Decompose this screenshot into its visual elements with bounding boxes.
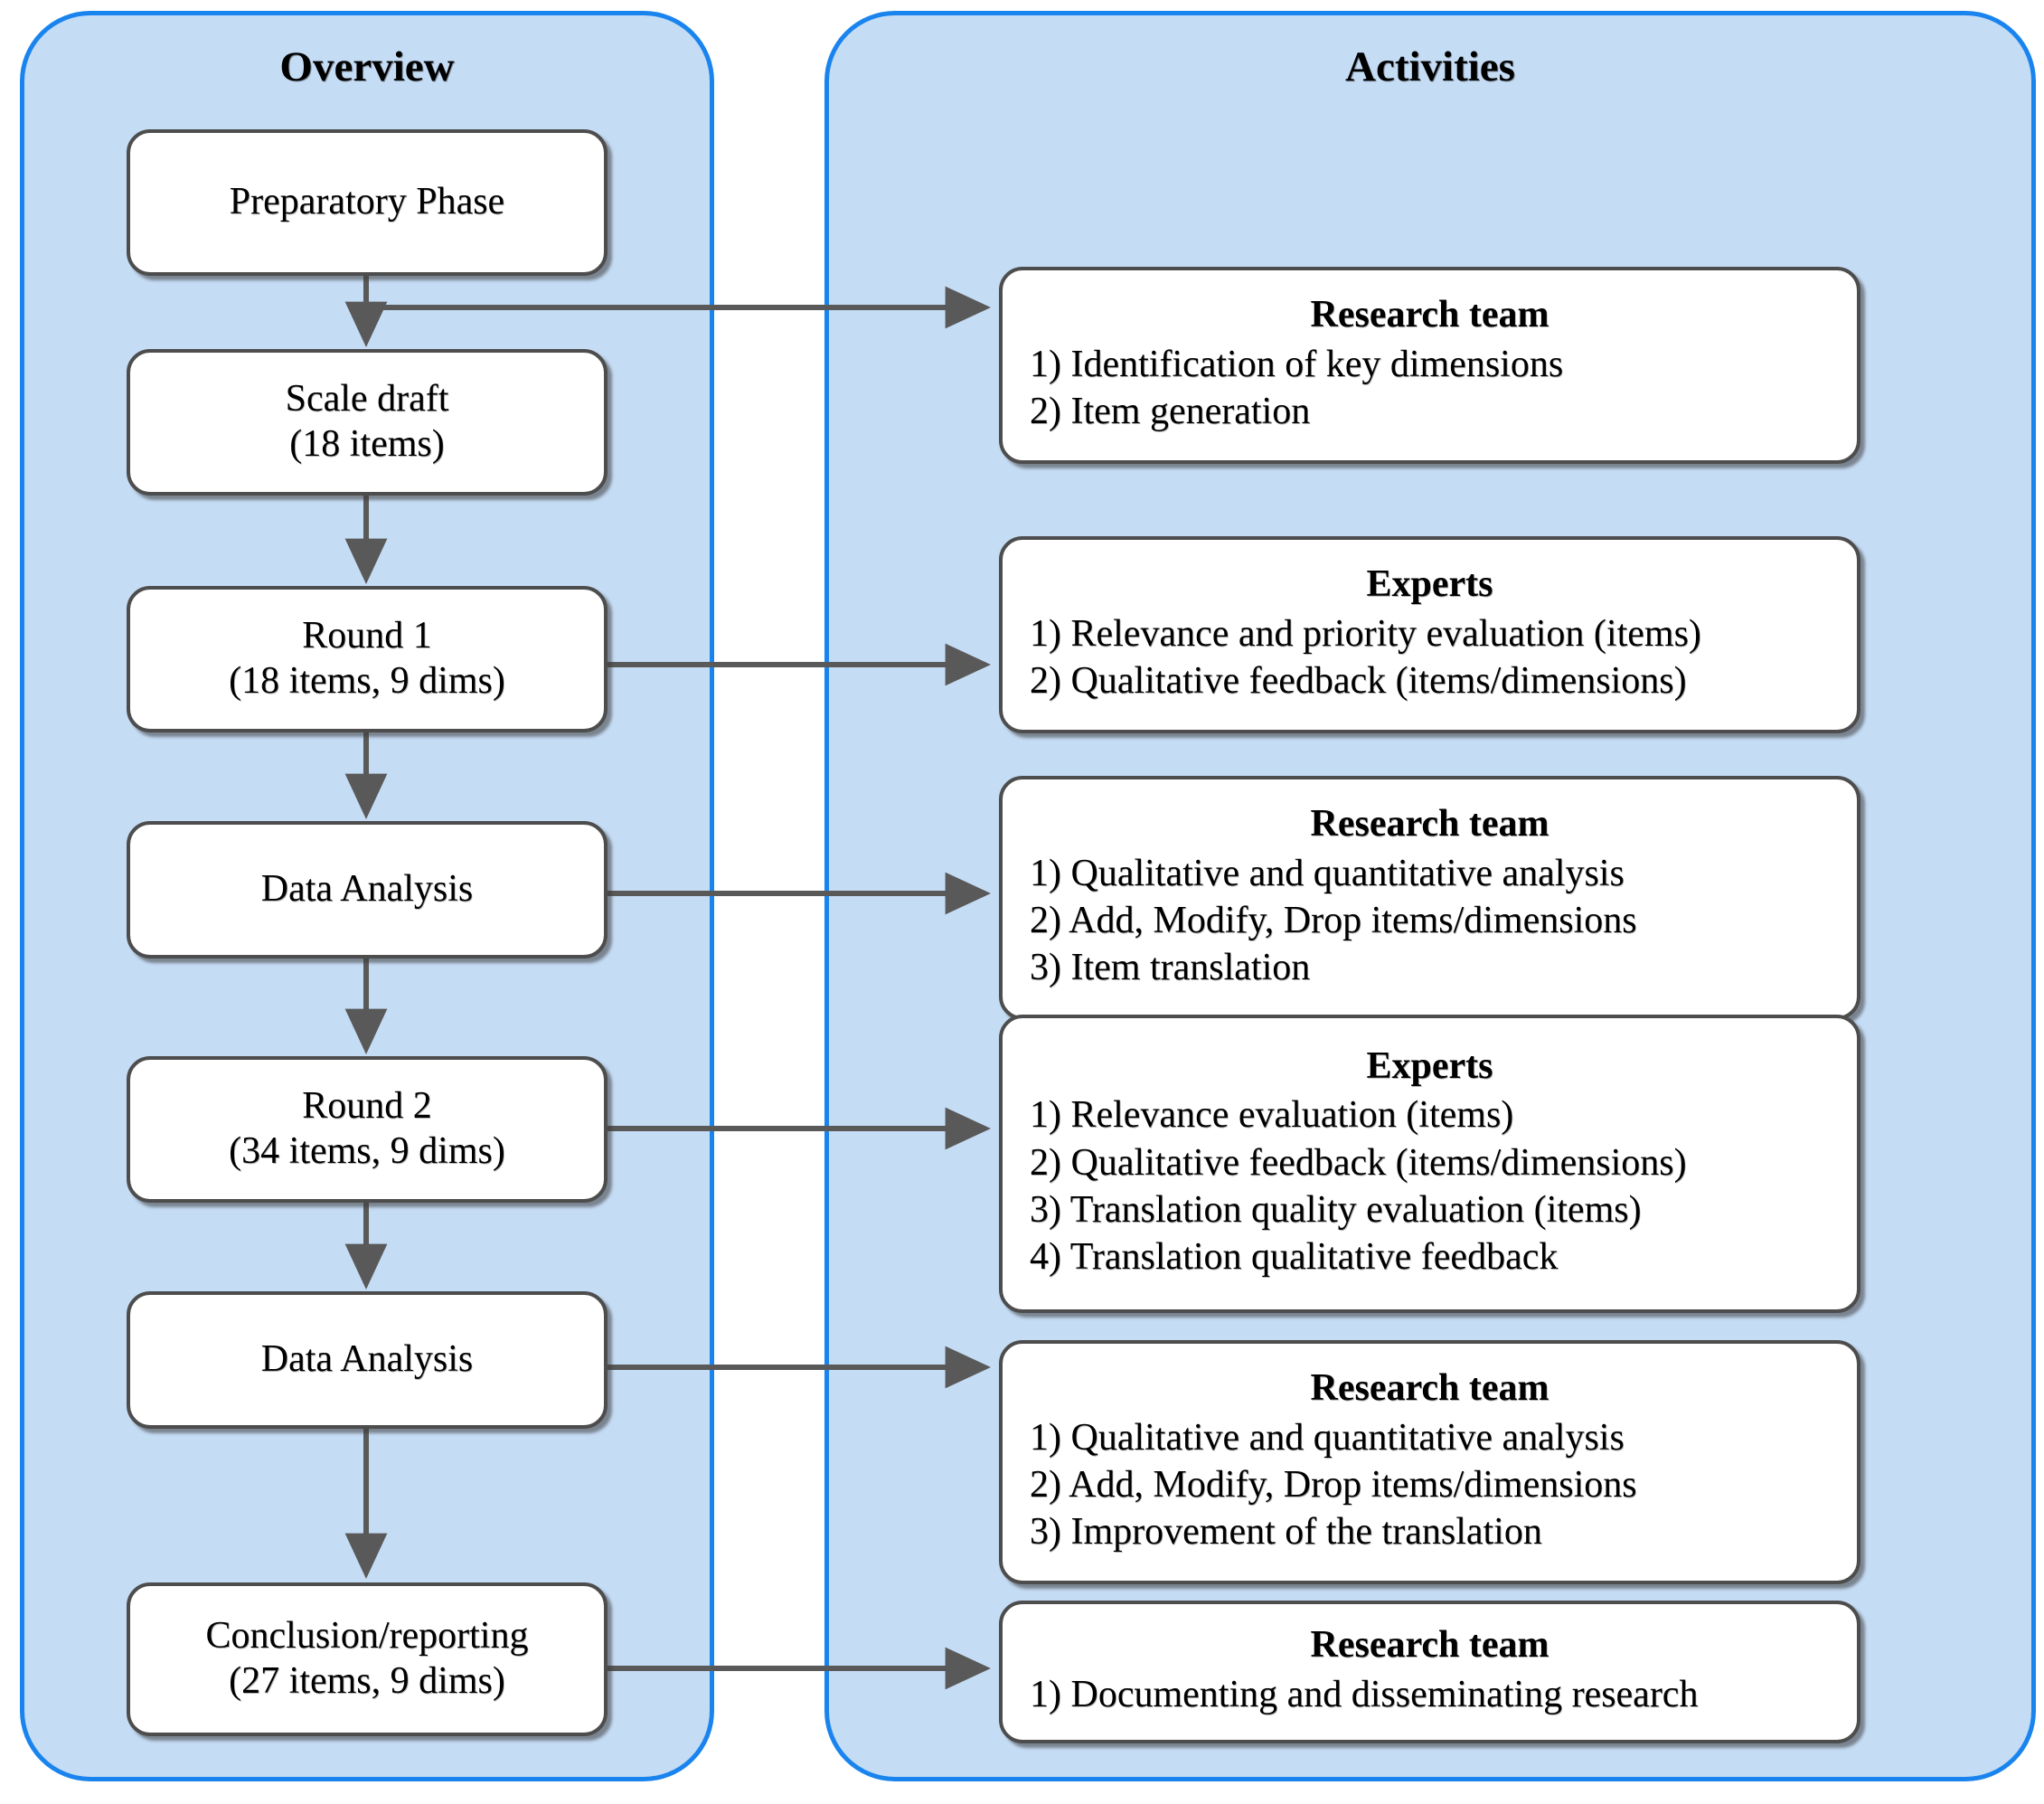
node-conclusion-reporting[interactable]: Conclusion/reporting (27 items, 9 dims)	[127, 1582, 608, 1736]
node-preparatory-phase[interactable]: Preparatory Phase	[127, 129, 608, 276]
activity-box-research-team-1[interactable]: Research team 1) Identification of key d…	[999, 267, 1860, 464]
activity-title-research-team-4: Research team	[1310, 1624, 1549, 1667]
activity-item: 2) Qualitative feedback (items/dimension…	[1030, 659, 1687, 702]
node-conclusion-reporting-line-1: Conclusion/reporting	[205, 1615, 529, 1658]
overview-panel-title: Overview	[279, 43, 455, 90]
activity-box-research-team-2[interactable]: Research team 1) Qualitative and quantit…	[999, 776, 1860, 1020]
node-round-1[interactable]: Round 1 (18 items, 9 dims)	[127, 586, 608, 732]
activity-item: 2) Qualitative feedback (items/dimension…	[1030, 1141, 1687, 1184]
activity-item: 3) Item translation	[1030, 946, 1311, 988]
activity-item: 4) Translation qualitative feedback	[1030, 1235, 1559, 1278]
activity-title-research-team-3: Research team	[1310, 1367, 1549, 1410]
activity-item: 1) Identification of key dimensions	[1030, 343, 1564, 385]
activity-box-research-team-3[interactable]: Research team 1) Qualitative and quantit…	[999, 1340, 1860, 1584]
activity-item: 2) Add, Modify, Drop items/dimensions	[1030, 1463, 1637, 1506]
node-data-analysis-2-line-1: Data Analysis	[260, 1338, 474, 1381]
activities-panel-title: Activities	[1345, 43, 1515, 90]
node-scale-draft[interactable]: Scale draft (18 items)	[127, 349, 608, 496]
node-data-analysis-2[interactable]: Data Analysis	[127, 1291, 608, 1429]
node-conclusion-reporting-line-2: (27 items, 9 dims)	[229, 1660, 505, 1702]
activity-item: 3) Translation quality evaluation (items…	[1030, 1188, 1642, 1231]
node-round-2-line-2: (34 items, 9 dims)	[229, 1130, 505, 1172]
activity-item: 1) Documenting and disseminating researc…	[1030, 1673, 1699, 1715]
node-round-1-line-1: Round 1	[302, 615, 432, 657]
node-round-2[interactable]: Round 2 (34 items, 9 dims)	[127, 1056, 608, 1203]
activity-item: 1) Qualitative and quantitative analysis	[1030, 1416, 1625, 1459]
node-scale-draft-line-2: (18 items)	[289, 423, 445, 465]
node-preparatory-phase-line-1: Preparatory Phase	[229, 181, 505, 223]
activity-title-research-team-1: Research team	[1310, 294, 1549, 336]
activity-title-experts-1: Experts	[1366, 563, 1493, 606]
activity-box-experts-2[interactable]: Experts 1) Relevance evaluation (items) …	[999, 1015, 1860, 1313]
activity-item: 3) Improvement of the translation	[1030, 1510, 1542, 1553]
activity-title-experts-2: Experts	[1366, 1045, 1493, 1088]
node-data-analysis-1[interactable]: Data Analysis	[127, 821, 608, 959]
node-data-analysis-1-line-1: Data Analysis	[260, 868, 474, 911]
node-scale-draft-line-1: Scale draft	[285, 378, 449, 420]
activity-box-research-team-4[interactable]: Research team 1) Documenting and dissemi…	[999, 1601, 1860, 1743]
node-round-1-line-2: (18 items, 9 dims)	[229, 660, 505, 702]
activity-box-experts-1[interactable]: Experts 1) Relevance and priority evalua…	[999, 536, 1860, 733]
node-round-2-line-1: Round 2	[302, 1085, 432, 1128]
activity-item: 2) Add, Modify, Drop items/dimensions	[1030, 899, 1637, 941]
activity-item: 1) Relevance evaluation (items)	[1030, 1094, 1514, 1137]
activity-item: 1) Relevance and priority evaluation (it…	[1030, 612, 1701, 655]
activity-item: 1) Qualitative and quantitative analysis	[1030, 852, 1625, 894]
activity-item: 2) Item generation	[1030, 390, 1311, 432]
activity-title-research-team-2: Research team	[1310, 803, 1549, 845]
